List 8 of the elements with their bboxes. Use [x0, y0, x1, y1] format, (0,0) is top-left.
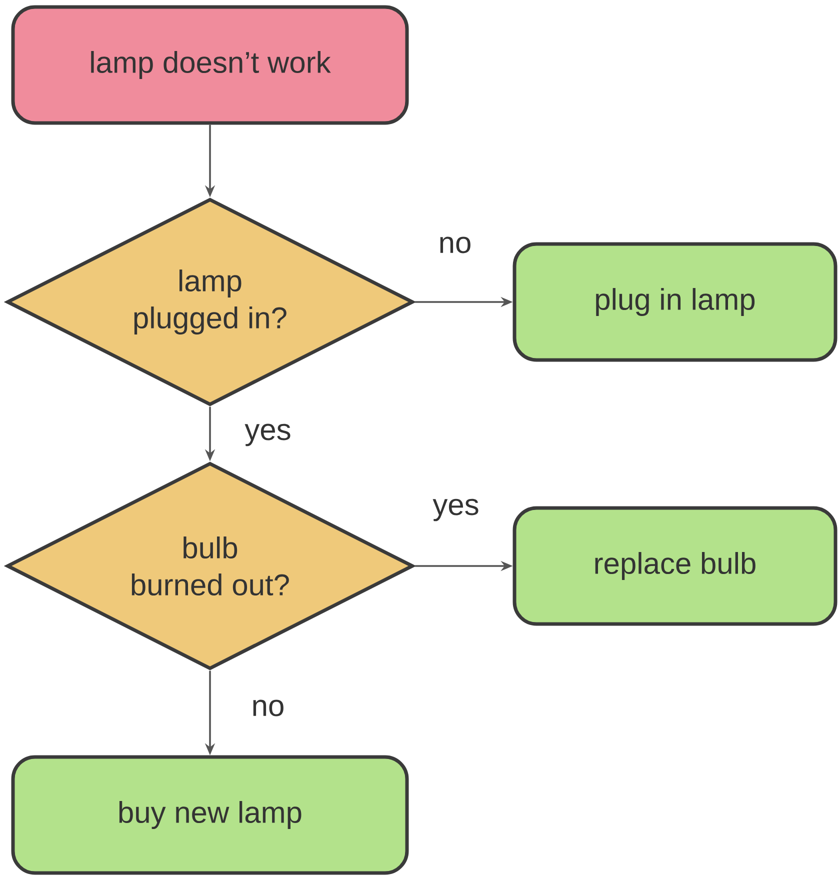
- edge-label: yes: [430, 496, 482, 524]
- action-box: plug in lamp: [512, 242, 838, 362]
- action-box: replace bulb: [512, 506, 838, 626]
- edge-label: no: [249, 698, 287, 718]
- edge-label: no: [436, 234, 474, 256]
- action-box: buy new lamp: [11, 755, 409, 875]
- edge-label: yes: [242, 422, 294, 448]
- start-box: lamp doesn’t work: [11, 5, 409, 125]
